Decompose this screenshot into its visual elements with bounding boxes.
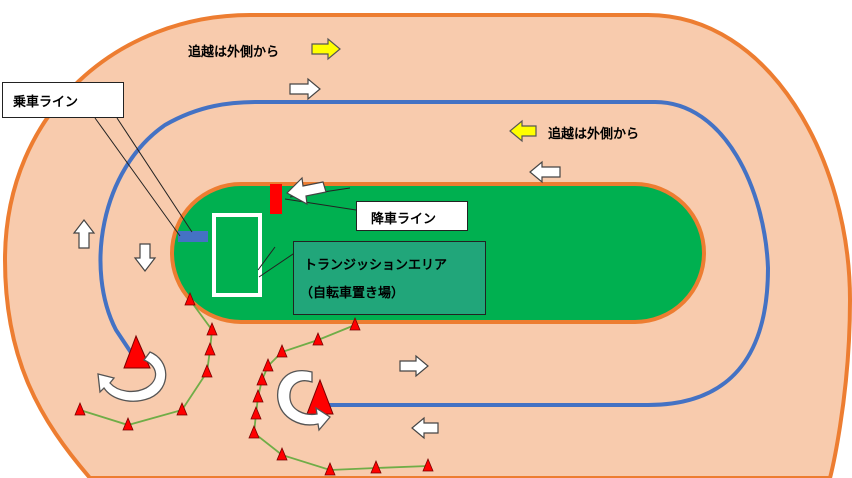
cone-rope-right xyxy=(253,324,429,471)
transition-area-rack xyxy=(212,213,262,297)
u-turn-arrow-icon xyxy=(277,370,331,432)
cone-icon xyxy=(204,341,216,356)
track-loop-line xyxy=(98,100,771,407)
arrow-right-icon xyxy=(311,37,341,61)
cone-icon xyxy=(256,371,268,386)
cone-icon xyxy=(370,459,382,474)
white-arrows xyxy=(72,77,561,440)
cone-icon xyxy=(176,401,188,416)
dismount-line-callout: 降車ライン xyxy=(356,201,468,231)
u-turn-arrow-icon xyxy=(97,351,167,402)
cone-icon xyxy=(250,405,262,420)
cone-icon xyxy=(276,343,288,358)
cone-icon xyxy=(422,457,434,472)
cone-icon xyxy=(248,424,260,439)
arrow-left-icon xyxy=(411,416,439,440)
cones xyxy=(74,291,434,476)
cone-icon xyxy=(349,316,361,331)
arrow-left-icon xyxy=(509,119,537,143)
cone-icon xyxy=(252,388,264,403)
arrow-down-icon xyxy=(133,243,157,272)
transition-area-sublabel: （自転車置き場） xyxy=(300,286,405,301)
mount-marker xyxy=(178,231,208,242)
yellow-arrows xyxy=(311,37,537,143)
cone-icon xyxy=(122,416,134,431)
cone-icon xyxy=(201,363,213,378)
arrow-right-icon xyxy=(399,354,429,378)
transition-area-label: トランジッションエリア xyxy=(304,258,448,273)
arrow-up-icon xyxy=(72,219,96,249)
cone-icon xyxy=(262,357,274,372)
pass-outside-label-right: 追越は外側から xyxy=(548,127,640,142)
transition-area-callout: トランジッションエリア （自転車置き場） xyxy=(293,241,486,315)
mount-line-label: 乗車ライン xyxy=(13,95,79,110)
cone-icon xyxy=(74,401,86,416)
dismount-pointer-arrow-icon xyxy=(286,176,327,206)
cone-icon xyxy=(312,331,324,346)
arrow-right-icon xyxy=(289,77,321,101)
dismount-line-label: 降車ライン xyxy=(371,212,437,227)
cone-icon xyxy=(206,321,218,336)
cone-icon xyxy=(276,446,288,461)
pass-outside-label-top: 追越は外側から xyxy=(188,45,280,60)
dismount-marker xyxy=(270,184,282,214)
cone-icon xyxy=(184,291,196,306)
cone-icon xyxy=(324,461,336,476)
arrow-left-icon xyxy=(529,160,561,184)
mount-line-callout: 乗車ライン xyxy=(2,82,124,118)
